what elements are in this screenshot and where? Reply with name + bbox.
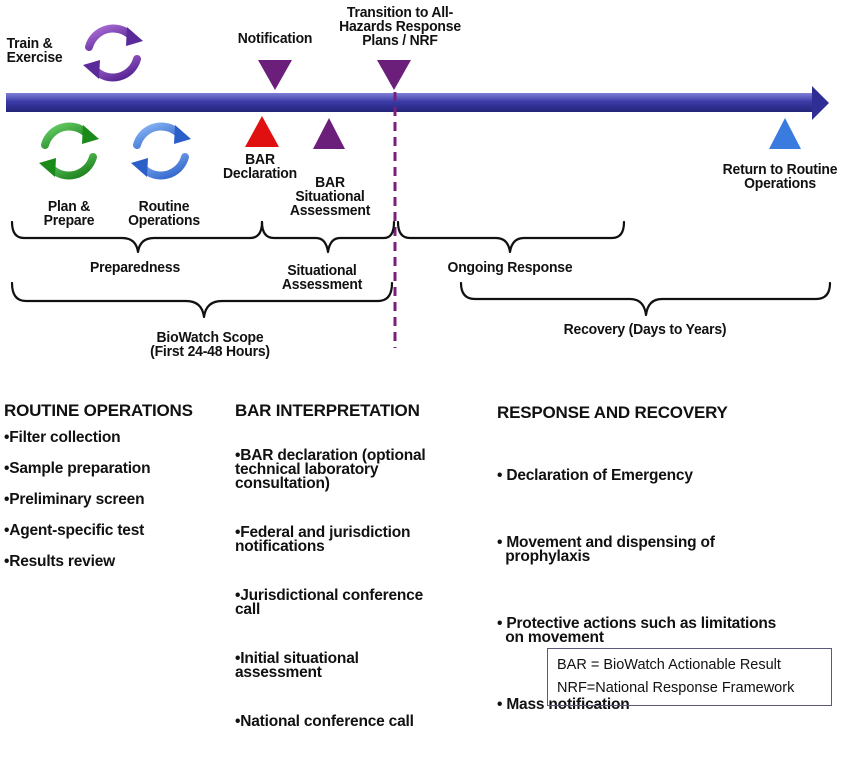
preparedness-label: Preparedness bbox=[89, 259, 181, 276]
plan-prepare-cycle-icon bbox=[39, 122, 99, 180]
bar-situational-marker-icon bbox=[313, 118, 345, 149]
transition-marker-icon bbox=[377, 60, 411, 90]
return-routine-label: Return to Routine Operations bbox=[722, 161, 838, 192]
bar-interpretation-title: BAR INTERPRETATION bbox=[235, 401, 420, 420]
return-routine-marker-icon bbox=[769, 118, 801, 149]
list-item: •Preliminary screen bbox=[4, 491, 145, 508]
transition-label: Transition to All- Hazards Response Plan… bbox=[339, 4, 461, 49]
plan-prepare-label: Plan & Prepare bbox=[43, 198, 95, 229]
situational-assessment-label: Situational Assessment bbox=[281, 262, 363, 293]
list-item: •Sample preparation bbox=[4, 460, 151, 477]
response-recovery-title: RESPONSE AND RECOVERY bbox=[497, 403, 728, 422]
ongoing-response-label: Ongoing Response bbox=[447, 259, 573, 276]
list-item: • Movement and dispensing of prophylaxis bbox=[497, 534, 715, 565]
bar-declaration-label: BAR Declaration bbox=[223, 151, 297, 182]
routine-operations-label: Routine Operations bbox=[128, 198, 200, 229]
bar-interpretation-section: BAR INTERPRETATION •BAR declaration (opt… bbox=[235, 401, 475, 764]
train-exercise-cycle-icon bbox=[83, 24, 143, 82]
notification-label: Notification bbox=[237, 30, 313, 47]
list-item: •Jurisdictional conference call bbox=[235, 587, 424, 618]
list-item: • Protective actions such as limitations… bbox=[497, 615, 777, 646]
routine-operations-title: ROUTINE OPERATIONS bbox=[4, 401, 193, 420]
legend-box: BAR = BioWatch Actionable Result NRF=Nat… bbox=[547, 648, 832, 706]
list-item: •Agent-specific test bbox=[4, 522, 145, 539]
list-item: • Mass notification bbox=[497, 696, 630, 713]
notification-marker-icon bbox=[258, 60, 292, 90]
legend-bar-definition: BAR = BioWatch Actionable Result bbox=[557, 657, 781, 673]
recovery-label: Recovery (Days to Years) bbox=[563, 321, 727, 338]
list-item: •BAR declaration (optional technical lab… bbox=[235, 447, 426, 492]
list-item: •Federal and jurisdiction notifications bbox=[235, 524, 411, 555]
preparedness-brace bbox=[10, 220, 264, 254]
ongoing-response-brace bbox=[396, 220, 626, 254]
list-item: •National conference call bbox=[235, 713, 414, 730]
list-item: • Declaration of Emergency bbox=[497, 467, 693, 484]
routine-operations-cycle-icon bbox=[131, 122, 191, 180]
recovery-brace bbox=[459, 281, 832, 317]
biowatch-scope-label: BioWatch Scope (First 24-48 Hours) bbox=[150, 329, 270, 360]
response-recovery-section: RESPONSE AND RECOVERY • Declaration of E… bbox=[497, 403, 837, 765]
list-item: •Filter collection bbox=[4, 429, 121, 446]
timeline-diagram bbox=[6, 24, 832, 348]
bar-situational-label: BAR Situational Assessment bbox=[289, 174, 371, 219]
bar-declaration-marker-icon bbox=[245, 116, 279, 147]
list-item: •Results review bbox=[4, 553, 115, 570]
situational-brace bbox=[260, 220, 396, 254]
routine-operations-section: ROUTINE OPERATIONS •Filter collection •S… bbox=[4, 401, 224, 586]
list-item: •Initial situational assessment bbox=[235, 650, 359, 681]
legend-nrf-definition: NRF=National Response Framework bbox=[557, 680, 795, 696]
train-exercise-label: Train & Exercise bbox=[6, 35, 63, 66]
biowatch-scope-brace bbox=[10, 281, 394, 319]
timeline-arrow bbox=[6, 86, 829, 120]
